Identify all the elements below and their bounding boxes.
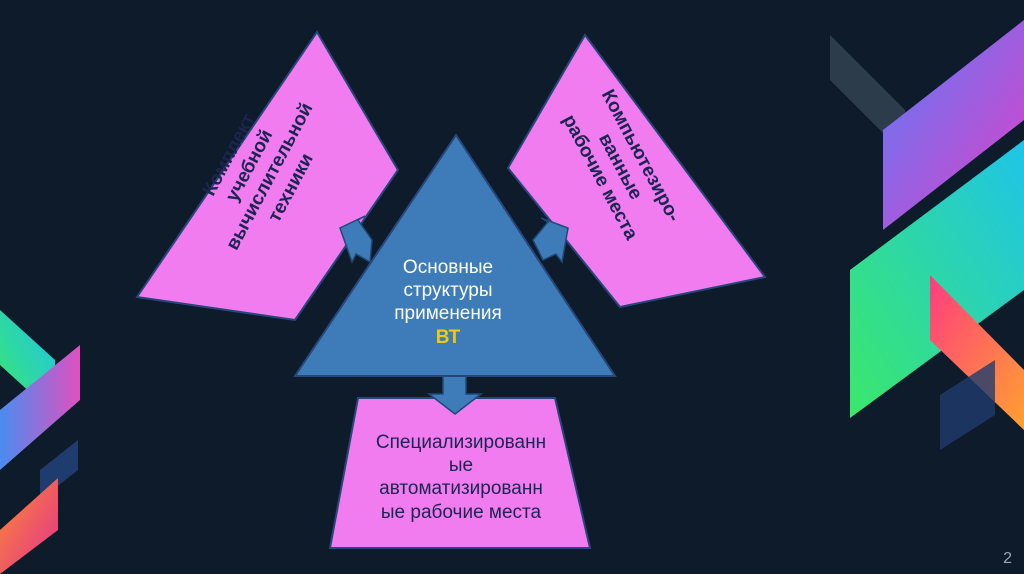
- bottom-card-label: Специализированн ые автоматизированн ые …: [345, 431, 577, 524]
- center-line: Основные: [402, 257, 494, 278]
- bottom-card: [328, 397, 592, 549]
- right-card: [506, 33, 767, 309]
- arrow-left: [339, 215, 373, 264]
- left-decoration: [0, 310, 80, 574]
- right-decoration: [830, 20, 1024, 450]
- center-line: применения: [394, 303, 502, 325]
- center-label: Основные структуры применения ВТ: [350, 256, 546, 349]
- arrow-down: [426, 375, 484, 415]
- center-triangle: [293, 133, 617, 377]
- bottom-card-line: автоматизированн: [379, 478, 543, 500]
- left-card: [135, 30, 400, 322]
- slide-number: 2: [1003, 550, 1012, 567]
- center-line: структуры: [403, 280, 493, 302]
- arrow-right: [532, 217, 569, 264]
- bottom-card-line: ые: [448, 455, 474, 477]
- bottom-card-line: Специализированн: [375, 432, 547, 453]
- bottom-card-line: ые рабочие места: [380, 501, 542, 523]
- center-accent: ВТ: [435, 326, 461, 348]
